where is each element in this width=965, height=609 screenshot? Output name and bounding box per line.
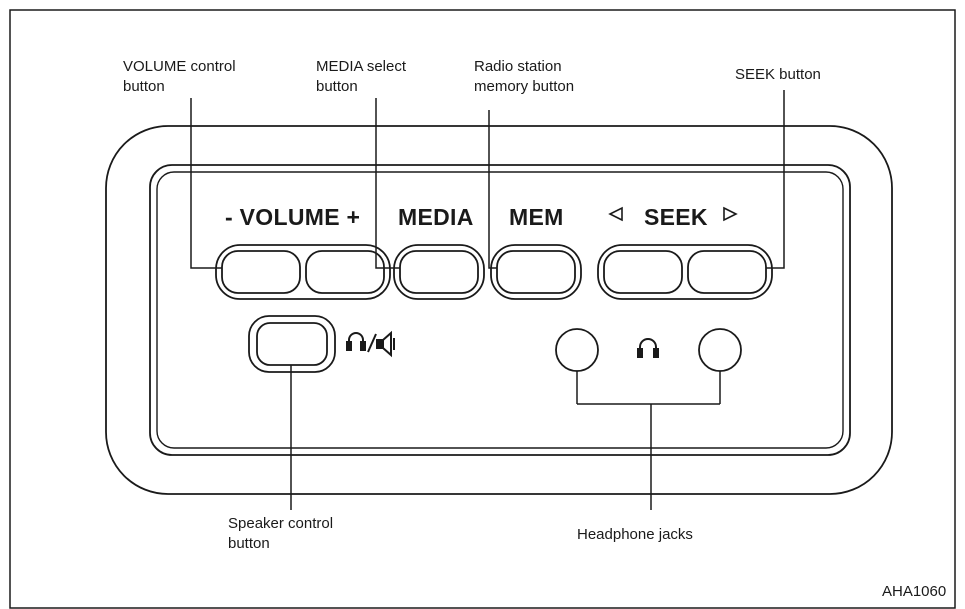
callout-speaker-line-1: Speaker control	[228, 515, 334, 532]
media-outline	[393, 244, 485, 300]
callout-media-line-1: MEDIA select	[316, 58, 407, 75]
console-bezel-outer	[149, 164, 851, 456]
volume-outline	[215, 244, 391, 300]
mem-button[interactable]	[496, 250, 576, 294]
callout-volume-line-1: VOLUME control	[123, 58, 236, 75]
seek-right-triangle-icon	[723, 206, 738, 222]
callout-speaker: Speaker control button	[228, 514, 333, 554]
headphone-jack-right[interactable]	[698, 328, 742, 372]
callout-media: MEDIA select button	[316, 57, 406, 97]
panel-mem-label: MEM	[509, 204, 564, 230]
figure-frame	[9, 9, 956, 609]
callout-memory-line-1: Radio station	[474, 58, 562, 75]
panel-volume-label: - VOLUME +	[225, 204, 361, 230]
console-bezel-inner	[156, 171, 844, 449]
mem-outline	[490, 244, 582, 300]
panel-seek-label: SEEK	[644, 204, 708, 230]
media-button-group	[393, 244, 485, 300]
headphone-jack-left[interactable]	[555, 328, 599, 372]
callout-headphone: Headphone jacks	[577, 525, 693, 545]
headphone-speaker-toggle-icon	[346, 330, 395, 358]
callout-volume: VOLUME control button	[123, 57, 236, 97]
leader-lines	[190, 90, 785, 510]
seek-forward-button[interactable]	[687, 250, 767, 294]
figure-id: AHA1060	[882, 583, 947, 600]
volume-plus-button[interactable]	[305, 250, 385, 294]
callout-memory: Radio station memory button	[474, 57, 574, 97]
callout-headphone-line-1: Headphone jacks	[577, 526, 693, 543]
callout-speaker-line-2: button	[228, 535, 270, 552]
seek-left-triangle-icon	[608, 206, 623, 222]
seek-button-group	[597, 244, 773, 300]
seek-outline	[597, 244, 773, 300]
console-outer-shell	[105, 125, 893, 495]
leader-memory	[488, 110, 497, 269]
callout-seek-line-1: SEEK button	[735, 66, 821, 83]
leader-seek	[766, 90, 785, 269]
panel-media-label: MEDIA	[398, 204, 474, 230]
speaker-outline	[248, 315, 336, 373]
callout-seek: SEEK button	[735, 65, 821, 85]
leader-media	[375, 98, 400, 269]
leader-volume	[190, 98, 222, 269]
callout-volume-line-2: button	[123, 78, 165, 95]
speaker-button-group	[248, 315, 336, 373]
volume-button-group	[215, 244, 391, 300]
callout-media-line-2: button	[316, 78, 358, 95]
speaker-control-button[interactable]	[256, 322, 328, 366]
volume-minus-button[interactable]	[221, 250, 301, 294]
callout-memory-line-2: memory button	[474, 78, 575, 95]
mem-button-group	[490, 244, 582, 300]
seek-back-button[interactable]	[603, 250, 683, 294]
headphone-icon	[637, 338, 659, 358]
media-button[interactable]	[399, 250, 479, 294]
